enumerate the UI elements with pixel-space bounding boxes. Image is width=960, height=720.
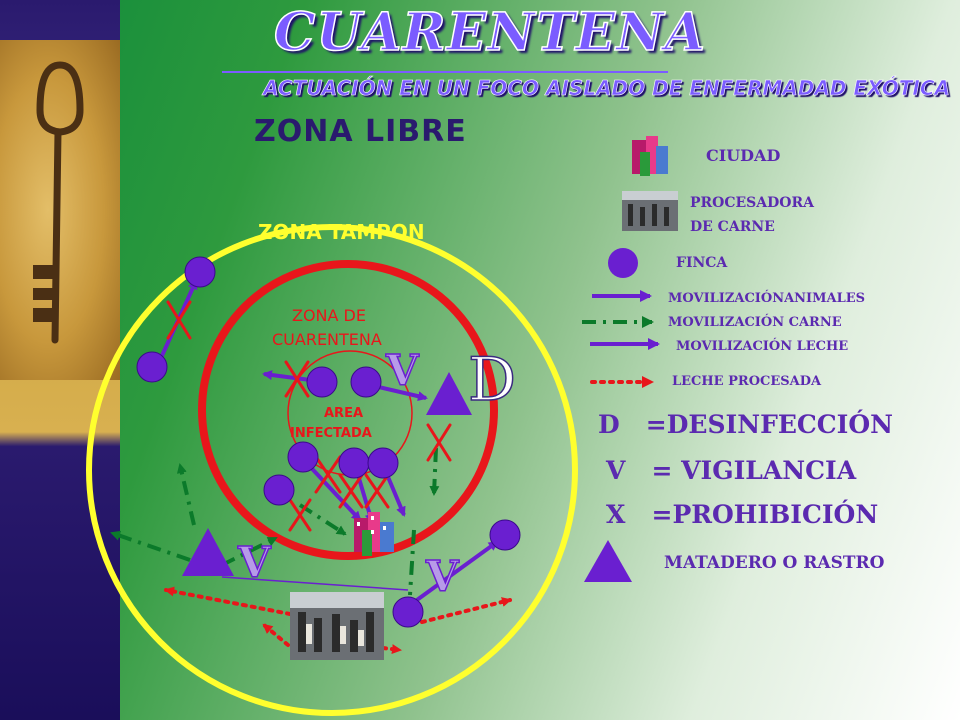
legend-slaughterhouse-label: MATADERO O RASTRO xyxy=(664,553,885,573)
legend-processed-milk-label: LECHE PROCESADA xyxy=(672,374,822,389)
legend-processing-label-line2: DE CARNE xyxy=(690,219,775,235)
quarantine-zone-label-line1: ZONA DE xyxy=(292,306,366,325)
farm-icon xyxy=(489,519,521,551)
legend-farm-icon xyxy=(608,248,638,278)
prohibition-x-mark xyxy=(284,360,310,398)
farm-icon xyxy=(184,256,216,288)
meat-processing-plant-photo xyxy=(290,592,384,660)
infected-area-label-line1: AREA xyxy=(324,406,364,421)
title-underline xyxy=(222,71,668,73)
buffer-zone-circle xyxy=(86,224,578,716)
legend-slaughterhouse-icon xyxy=(584,540,632,582)
legend-disinfection: D =DESINFECCIÓN xyxy=(598,410,893,439)
free-zone-label: ZONA LIBRE xyxy=(254,114,467,149)
old-key-icon xyxy=(33,61,84,344)
surveillance-mark: V xyxy=(425,551,459,602)
processed-milk-arrow xyxy=(420,597,512,624)
meat-movement-arrow xyxy=(408,529,416,596)
legend-processing-plant-photo xyxy=(622,191,678,231)
prohibition-x-mark xyxy=(166,300,192,340)
legend-animal-movement-label: MOVILIZACIÓNANIMALES xyxy=(668,291,866,306)
slaughterhouse-link xyxy=(221,576,409,591)
surveillance-mark: V xyxy=(237,537,271,588)
legend-prohibition: X =PROHIBICIÓN xyxy=(606,500,879,529)
disinfection-mark: D xyxy=(467,345,517,415)
meat-movement-arrow xyxy=(298,503,347,536)
farm-icon xyxy=(350,366,382,398)
farm-icon xyxy=(392,596,424,628)
prohibition-x-mark xyxy=(426,423,452,462)
prohibition-x-mark xyxy=(364,473,390,509)
prohibition-x-mark xyxy=(288,498,312,532)
animal-movement-arrow xyxy=(408,540,499,607)
legend-meat-movement-label: MOVILIZACIÓN CARNE xyxy=(668,315,842,330)
legend-milk-movement-label: MOVILIZACIÓN LECHE xyxy=(676,339,849,354)
quarantine-zone-label-line2: CUARENTENA xyxy=(272,330,382,349)
meat-movement-arrow xyxy=(110,530,191,562)
slide-subtitle: ACTUACIÓN EN UN FOCO AISLADO DE ENFERMAD… xyxy=(263,76,951,101)
legend-processing-label-line1: PROCESADORA xyxy=(690,195,814,211)
slaughterhouse-icon xyxy=(426,372,472,415)
legend-surveillance: V = VIGILANCIA xyxy=(606,456,857,485)
meat-movement-arrow xyxy=(176,463,196,526)
meat-movement-arrow xyxy=(221,536,278,567)
farm-icon xyxy=(263,474,295,506)
farm-icon xyxy=(367,447,399,479)
legend-city-icon xyxy=(632,136,668,176)
meat-movement-arrow xyxy=(429,447,440,496)
farm-icon xyxy=(136,351,168,383)
legend-farm-label: FINCA xyxy=(676,255,728,271)
slide-title: CUARENTENA xyxy=(273,1,707,64)
legend-city-label: CIUDAD xyxy=(706,146,781,165)
quarantine-zone-circle xyxy=(198,260,498,560)
surveillance-mark: V xyxy=(385,345,419,396)
prohibition-x-mark xyxy=(338,473,364,509)
farm-icon xyxy=(287,441,319,473)
slaughterhouse-icon xyxy=(182,528,234,576)
key-image-panel xyxy=(0,40,120,380)
processed-milk-arrow xyxy=(262,623,290,647)
city-icon xyxy=(354,512,394,556)
processed-milk-arrow xyxy=(381,644,402,655)
buffer-zone-label: ZONA TAMPON xyxy=(258,220,425,244)
prohibition-x-mark xyxy=(314,455,342,494)
processed-milk-arrow xyxy=(164,586,292,616)
farm-icon xyxy=(306,366,338,398)
infected-area-label-line2: INFECTADA xyxy=(290,426,372,441)
